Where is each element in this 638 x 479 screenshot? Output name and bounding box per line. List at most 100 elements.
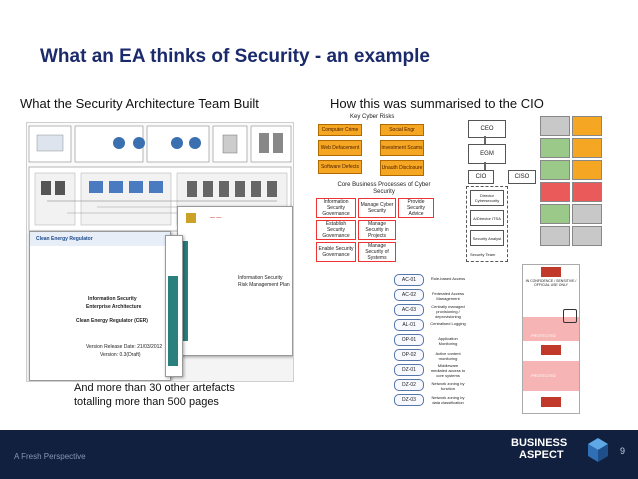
heat-cell [572, 116, 602, 136]
process-info-security-governance: Information Security Governance [316, 198, 356, 218]
zone-protected-2: PROTECTED [523, 361, 579, 391]
org-security-team: Security Team [470, 252, 496, 257]
control-al-01: AL-01 [394, 319, 424, 331]
heat-cell [540, 160, 570, 180]
heat-cell [540, 138, 570, 158]
doc1-header: Clean Energy Regulator [36, 236, 93, 242]
slide-title: What an EA thinks of Security - an examp… [40, 46, 430, 67]
control-op-02-desc: Active content monitoring [435, 351, 461, 361]
middle-document-edge [165, 235, 183, 377]
firewall-icon [541, 345, 561, 355]
doc3-title-1: Information Security [238, 275, 283, 281]
heat-cell [572, 160, 602, 180]
brand-cube-icon [587, 437, 609, 463]
process-manage-security-of-systems: Manage Security of Systems [358, 242, 396, 262]
firewall-icon [541, 267, 561, 277]
right-heading: How this was summarised to the CIO [330, 96, 544, 111]
footer-bar [0, 430, 638, 479]
enterprise-architecture-document: Clean Energy Regulator Information Secur… [29, 231, 171, 381]
org-security-analyst: Security Analyst [470, 230, 504, 246]
heat-cell [572, 182, 602, 202]
brand-line-2: ASPECT [519, 449, 564, 461]
risk-unauth-disclosure: Unauth Disclosure [380, 160, 424, 176]
cio-summary: Key Cyber Risks Computer Crime Social En… [312, 114, 602, 414]
brand-cube-svg [588, 438, 608, 462]
org-director-cybersecurity: Director Cybersecurity [470, 190, 504, 206]
security-team-group [466, 186, 508, 262]
control-ac-03: AC-03 [394, 304, 424, 316]
doc3-side-bar [182, 241, 188, 341]
risk-web-defacement: Web Defacement [318, 140, 362, 156]
control-ac-02-desc: Federated Access Management [431, 291, 465, 301]
brand-logo: BUSINESS ASPECT [511, 437, 567, 461]
doc1-title-1: Information Security [88, 296, 137, 302]
risk-social-engr: Social Engr [380, 124, 424, 136]
risks-title: Key Cyber Risks [350, 114, 395, 120]
heat-cell [540, 116, 570, 136]
page-number: 9 [620, 446, 626, 456]
org-egm: EGM [468, 144, 506, 164]
security-zone-diagram: IN CONFIDENCE / SENSITIVE / OFFICIAL USE… [522, 264, 580, 414]
heat-cell [540, 226, 570, 246]
org-connector-1 [484, 136, 486, 144]
control-op-02: OP-02 [394, 349, 424, 361]
control-ac-01: AC-01 [394, 274, 424, 286]
brand-line-1: BUSINESS [511, 437, 568, 449]
processes-title: Core Business Processes of Cyber Securit… [337, 182, 431, 195]
org-adirector-itsa: A/Director ITSA [470, 210, 504, 226]
control-ac-03-desc: Centrally managed provisioning / deprovi… [431, 304, 465, 319]
risk-investment-scams: Investment Scams [380, 140, 424, 156]
doc1-title-2: Enterprise Architecture [86, 304, 142, 310]
left-heading: What the Security Architecture Team Buil… [20, 96, 259, 111]
heat-cell [572, 226, 602, 246]
control-ac-02: AC-02 [394, 289, 424, 301]
doc1-title-3: Clean Energy Regulator (CER) [76, 318, 148, 324]
artefacts-caption: And more than 30 other artefacts totalli… [74, 381, 235, 409]
process-enable-security-governance: Enable Security Governance [316, 242, 356, 262]
risk-software-defects: Software Defects [318, 160, 362, 174]
risk-heatmap [540, 116, 602, 254]
artefacts-collage: — — Information Security Risk Management… [26, 122, 294, 382]
process-manage-security-in-projects: Manage Security in Projects [358, 220, 396, 240]
process-establish-security-governance: Establish Security Governance [316, 220, 356, 240]
process-provide-security-advice: Provide Security Advice [398, 198, 434, 218]
process-manage-cyber-security: Manage Cyber Security [358, 198, 396, 218]
control-dz-03-desc: Network zoning by data classification [431, 395, 465, 405]
zone-label-protected-1: PROTECTED [531, 333, 556, 338]
control-ac-01-desc: Role-based Access [430, 276, 466, 281]
risk-computer-crime: Computer Crime [318, 124, 362, 136]
control-dz-02: DZ-02 [394, 379, 424, 391]
control-al-01-desc: Centralised Logging [430, 321, 466, 326]
control-dz-03: DZ-03 [394, 394, 424, 406]
heat-cell [572, 138, 602, 158]
caption-line-2: totalling more than 500 pages [74, 396, 219, 408]
zone-label-protected-2: PROTECTED [531, 373, 556, 378]
crest-icon [186, 213, 196, 223]
lock-icon [563, 309, 577, 323]
zone-label-sensitive: IN CONFIDENCE / SENSITIVE / OFFICIAL USE… [525, 279, 577, 287]
org-cio: CIO [468, 170, 494, 184]
doc3-marking: — — [210, 215, 222, 221]
footer-tagline: A Fresh Perspective [14, 452, 86, 461]
control-op-01-desc: Application Monitoring [438, 336, 458, 346]
caption-line-1: And more than 30 other artefacts [74, 382, 235, 394]
doc3-title-2: Risk Management Plan [238, 282, 290, 288]
doc1-release-date: Version Release Date: 21/03/2012 [86, 344, 163, 350]
org-ceo: CEO [468, 120, 506, 138]
risk-plan-document: — — Information Security Risk Management… [177, 206, 293, 356]
heat-cell [540, 204, 570, 224]
org-connector-2 [484, 162, 486, 170]
control-dz-01-desc: Middleware mediated access to core syste… [430, 363, 466, 378]
zone-protected-1: PROTECTED [523, 317, 579, 341]
control-op-01: OP-01 [394, 334, 424, 346]
doc1-header-band [30, 232, 170, 246]
heat-cell [572, 204, 602, 224]
org-ciso: CISO [508, 170, 536, 184]
control-dz-01: DZ-01 [394, 364, 424, 376]
firewall-icon [541, 397, 561, 407]
control-dz-02-desc: Network zoning by function [431, 381, 465, 391]
controls-list: AC-01 Role-based Access AC-02 Federated … [394, 274, 474, 412]
doc1-version: Version: 0.3(Draft) [100, 352, 141, 358]
doc2-side-bar [168, 276, 178, 366]
heat-cell [540, 182, 570, 202]
